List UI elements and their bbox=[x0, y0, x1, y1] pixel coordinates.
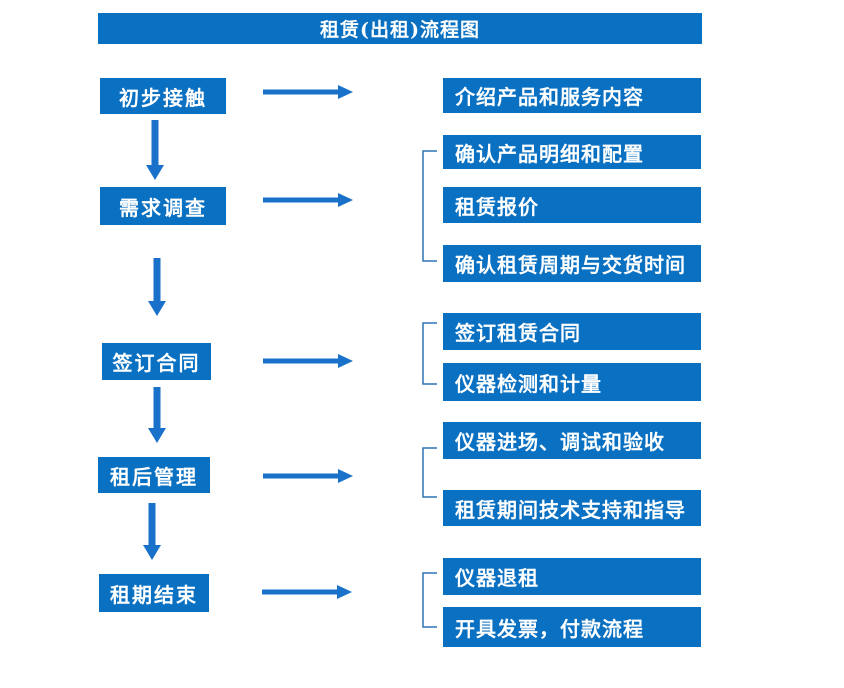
down-arrow-4 bbox=[143, 503, 161, 560]
right-arrow-2 bbox=[263, 193, 353, 207]
detail-box-instrument-return: 仪器退租 bbox=[443, 558, 701, 595]
stage-box-sign-contract: 签订合同 bbox=[102, 343, 211, 380]
detail-box-confirm-rental-period-delivery: 确认租赁周期与交货时间 bbox=[443, 245, 701, 282]
diagram-title: 租赁(出租)流程图 bbox=[98, 13, 702, 44]
detail-box-instrument-entry-debug-acceptance: 仪器进场、调试和验收 bbox=[443, 422, 701, 459]
detail-box-technical-support-guidance: 租赁期间技术支持和指导 bbox=[443, 490, 701, 526]
right-arrow-5 bbox=[262, 585, 352, 599]
stage-box-rental-end: 租期结束 bbox=[99, 574, 209, 612]
right-arrow-1 bbox=[263, 85, 353, 99]
stage-box-demand-survey: 需求调查 bbox=[100, 187, 226, 225]
bracket-post-rental-group bbox=[422, 447, 437, 498]
detail-box-sign-rental-contract: 签订租赁合同 bbox=[443, 313, 701, 350]
bracket-sign-contract-group bbox=[422, 322, 437, 385]
stage-box-post-rental-management: 租后管理 bbox=[98, 457, 210, 493]
right-arrow-3 bbox=[263, 354, 353, 368]
down-arrow-2 bbox=[148, 258, 166, 316]
detail-box-instrument-testing-metering: 仪器检测和计量 bbox=[443, 363, 701, 401]
bracket-rental-end-group bbox=[422, 572, 437, 628]
down-arrow-1 bbox=[146, 120, 164, 180]
detail-box-invoice-payment-process: 开具发票，付款流程 bbox=[443, 607, 701, 647]
detail-box-introduce-products-services: 介绍产品和服务内容 bbox=[443, 78, 701, 113]
detail-box-confirm-product-details-config: 确认产品明细和配置 bbox=[443, 135, 701, 169]
right-arrow-4 bbox=[263, 469, 353, 483]
bracket-demand-survey-group bbox=[422, 150, 437, 262]
stage-box-initial-contact: 初步接触 bbox=[100, 78, 226, 114]
detail-box-rental-quotation: 租赁报价 bbox=[443, 187, 701, 223]
down-arrow-3 bbox=[148, 387, 166, 443]
